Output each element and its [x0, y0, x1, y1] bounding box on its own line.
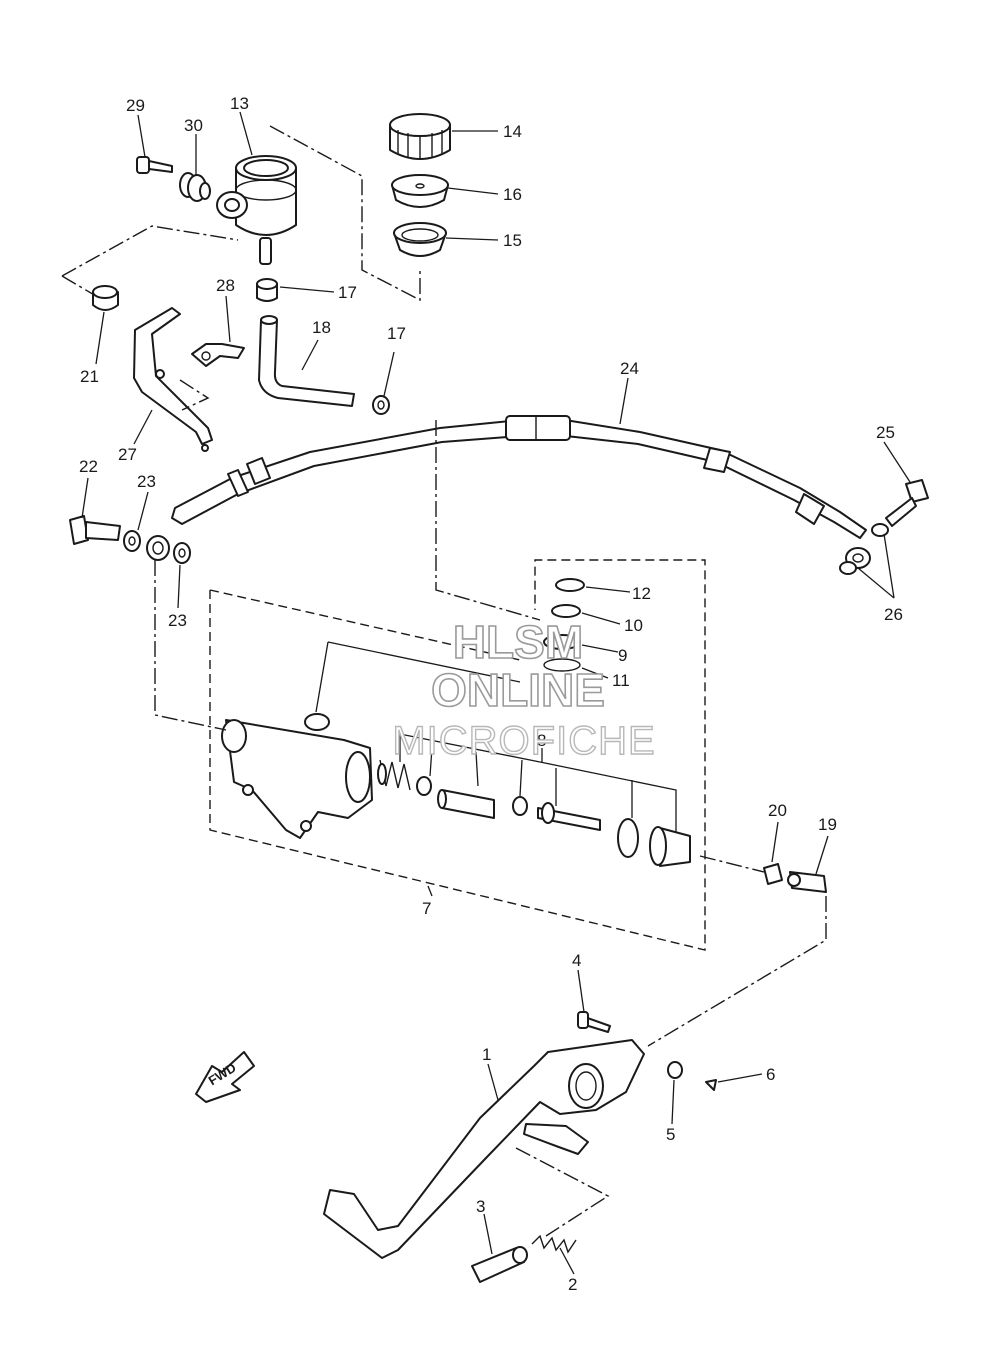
cotter-pin: [705, 1079, 717, 1091]
hose-clamp-lower: [372, 395, 390, 415]
part-number-labels: 1 2 3 4 5 6 7 8 9 10 11 12 13 14 15 16 1…: [79, 94, 903, 1294]
part-label-4: 4: [572, 951, 581, 970]
part-label-17-lower: 17: [387, 324, 406, 343]
mc-pushrod: [537, 802, 601, 831]
gasket-left-a: [123, 530, 141, 552]
brake-pedal: [323, 1039, 645, 1259]
watermark: HLSM ONLINE MICROFICHE: [392, 615, 656, 764]
pedal-collar: [471, 1246, 528, 1283]
brake-hose: [146, 415, 871, 569]
reservoir-screw: [136, 156, 173, 174]
reservoir-plate: [391, 174, 449, 208]
watermark-line1: HLSM: [453, 616, 583, 668]
part-label-29: 29: [126, 96, 145, 115]
reservoir-grommet: [179, 172, 211, 202]
clevis-nut: [763, 863, 783, 885]
part-label-11: 11: [612, 671, 630, 690]
watermark-line2: ONLINE: [431, 664, 605, 716]
reservoir-cap: [389, 113, 451, 160]
union-bolt-right: [885, 479, 929, 527]
union-bolt-left: [69, 515, 121, 545]
part-label-15: 15: [503, 231, 522, 250]
mc-piston: [437, 789, 495, 819]
mc-seal: [512, 796, 528, 816]
hose-clamp-upper: [256, 278, 278, 302]
part-label-13: 13: [230, 94, 249, 113]
reservoir-tank: [216, 155, 297, 265]
part-label-28: 28: [216, 276, 235, 295]
part-label-12: 12: [632, 584, 651, 603]
leader-lines: [81, 111, 911, 1275]
part-label-27: 27: [118, 445, 137, 464]
part-label-5: 5: [666, 1125, 675, 1144]
pedal-pin: [577, 1011, 611, 1033]
part-label-8: 8: [537, 731, 546, 750]
gasket-left-b: [173, 542, 191, 564]
fwd-arrow-icon: FWD: [195, 1051, 255, 1103]
part-label-7: 7: [422, 899, 431, 918]
part-label-30: 30: [184, 116, 203, 135]
part-label-16: 16: [503, 185, 522, 204]
part-label-24: 24: [620, 359, 639, 378]
mc-circlip: [617, 818, 639, 858]
part-label-10: 10: [624, 616, 643, 635]
part-label-1: 1: [482, 1045, 491, 1064]
part-label-17-upper: 17: [338, 283, 357, 302]
reservoir-bracket: [133, 307, 213, 452]
part-label-9: 9: [618, 646, 627, 665]
part-label-23-lower: 23: [168, 611, 187, 630]
reservoir-diaphragm: [393, 222, 447, 257]
part-label-18: 18: [312, 318, 331, 337]
part-label-2: 2: [568, 1275, 577, 1294]
connection-lines: [61, 125, 827, 1237]
part-label-21: 21: [80, 367, 99, 386]
pedal-washer: [667, 1061, 683, 1079]
mc-spring: [377, 759, 411, 791]
part-label-22: 22: [79, 457, 98, 476]
part-label-6: 6: [766, 1065, 775, 1084]
pedal-spring: [531, 1234, 577, 1254]
reservoir-hose: [258, 315, 355, 407]
part-label-25: 25: [876, 423, 895, 442]
mc-cup: [416, 776, 432, 796]
bracket-collar: [92, 285, 119, 311]
part-label-19: 19: [818, 815, 837, 834]
assembly-group-7-outline: [209, 559, 706, 951]
mc-boot: [649, 826, 691, 867]
watermark-line3: MICROFICHE: [392, 719, 655, 763]
hose-clip: [191, 343, 245, 367]
part-label-23-upper: 23: [137, 472, 156, 491]
master-cylinder-body: [221, 713, 373, 839]
part-label-14: 14: [503, 122, 522, 141]
union-fitting-parts: [543, 578, 585, 672]
part-label-26: 26: [884, 605, 903, 624]
clevis: [787, 871, 827, 893]
gasket-right-a: [871, 523, 889, 537]
part-label-3: 3: [476, 1197, 485, 1216]
gasket-right-b: [839, 561, 857, 575]
part-label-20: 20: [768, 801, 787, 820]
